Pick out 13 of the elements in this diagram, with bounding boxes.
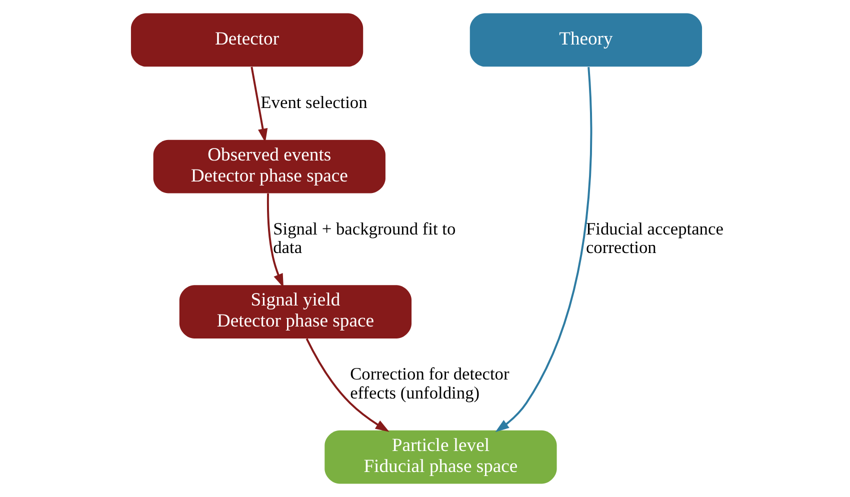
arrow: [494, 66, 592, 432]
edge-label: Event selection: [260, 92, 367, 112]
edge-label: Correction for detector effects (unfolding): [350, 364, 509, 402]
node-box: Theory: [469, 13, 702, 67]
arrow: [250, 66, 268, 143]
node-box: Particle level Fiducial phase space: [324, 430, 556, 484]
edge-label: Signal + background fit to data: [272, 219, 456, 258]
node-box: Observed events Detector phase space: [152, 140, 385, 194]
node-box: Signal yield Detector phase space: [178, 285, 412, 338]
arrow: [266, 193, 284, 288]
arrow: [305, 338, 389, 432]
edge-label: Fiducial acceptance correction: [585, 219, 723, 258]
node-box: Detector: [130, 13, 363, 67]
